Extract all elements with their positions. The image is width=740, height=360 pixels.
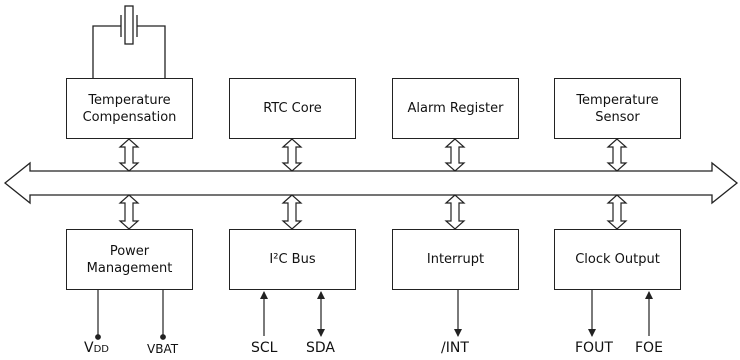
bus-connector-temp-sensor [606,138,628,172]
block-label-line2: Management [86,260,173,276]
pin-label-vbat: VBAT [147,342,179,356]
crystal-oscillator-icon [92,5,166,78]
bus-connector-rtc-core [281,138,303,172]
interrupt-block: Interrupt [392,229,519,290]
bus-connector-clock [606,194,628,230]
block-label-line2: Compensation [82,109,177,125]
block-label-line1: Interrupt [426,252,485,267]
bus-connector-temp-comp [118,138,140,172]
block-label-line1: RTC Core [263,101,322,116]
rtc-core-block: RTC Core [229,78,356,139]
i2c-bus-block: I²C Bus [229,229,356,290]
block-label-line1: I²C Bus [269,252,316,267]
pin-label-foe: FOE [635,340,663,356]
pin-label-int: /INT [441,340,469,356]
block-label-line2: Sensor [595,109,640,125]
block-label-line1: Temperature [88,92,171,108]
pin-label-vdd: VDD [84,340,109,356]
block-label-line1: Alarm Register [407,101,504,116]
block-label-line1: Power [109,243,150,259]
vdd-terminal [95,334,101,340]
bus-connector-i2c [281,194,303,230]
pin-label-fout: FOUT [575,340,613,356]
bus-connector-interrupt [444,194,466,230]
bus-connector-power [118,194,140,230]
alarm-register-block: Alarm Register [392,78,519,139]
bus-connector-alarm [444,138,466,172]
data-bus-arrow [3,161,739,205]
block-label-line1: Clock Output [575,252,660,267]
pin-label-sda: SDA [306,340,335,356]
pin-label-vdd-sub: DD [93,344,109,355]
clock-output-block: Clock Output [554,229,681,290]
pin-label-vdd-main: V [84,340,94,356]
block-label-line1: Temperature [576,92,659,108]
pin-label-scl: SCL [251,340,278,356]
vbat-terminal [160,334,166,340]
